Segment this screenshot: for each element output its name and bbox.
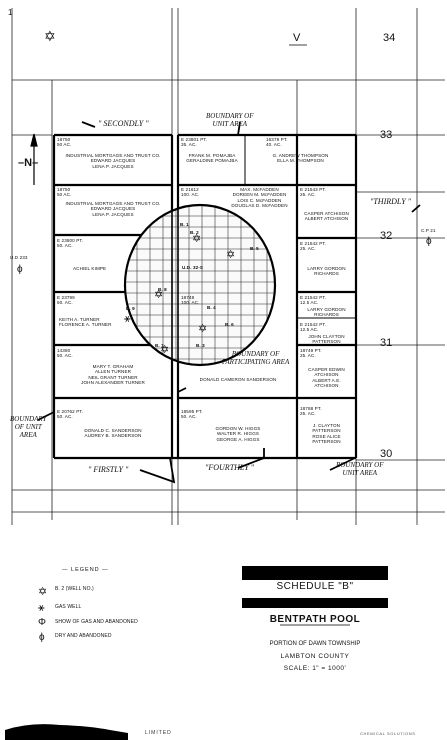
scale-label: SCALE: 1" = 1000' [283, 665, 347, 672]
lot-30-label: 30 [380, 448, 393, 460]
section-secondly: " SECONDLY " [98, 119, 149, 128]
grid-label-b8: B. 8 [158, 287, 167, 292]
grid-label-b5: B. 5 [250, 246, 259, 251]
parcel-6-area: E 21543 PT.25. AC. [300, 187, 327, 198]
show-gas-abandoned-icon: Φ [38, 617, 46, 628]
parcel-12-area: E 21542 PT.12.5 AC. [300, 322, 327, 333]
star-well-icon: ✡ [38, 586, 48, 598]
parcel-17-area: 18595 PT.50. AC. [181, 409, 203, 420]
parcel-3-area: 16378 PT.40. AC. [266, 137, 288, 148]
section-arrows [37, 121, 421, 484]
grid-label-b9: B. 9 [126, 306, 135, 311]
parcel-16-area: E 20762 PT.50. AC. [57, 409, 84, 420]
grid-label-b2: B. 2 [190, 230, 199, 235]
grid-label-b7: B. 7 [155, 343, 164, 348]
parcel-18-area: 18788 PT.25. AC. [300, 406, 322, 417]
county-label: LAMBTON COUNTY [280, 653, 350, 660]
lot-34-label: 34 [383, 32, 396, 44]
lot-32-label: 32 [380, 230, 393, 242]
legend-item-label: GAS WELL [55, 604, 82, 610]
gas-well-icon: ⚹ [38, 602, 45, 614]
footer-left: LIMITED [145, 730, 172, 736]
well-star-icon: ✡ [154, 289, 164, 301]
well-star-icon: ✡ [226, 249, 236, 261]
parcel-15-area: 18749 PT.25. AC. [300, 348, 322, 359]
lot-31-label: 31 [380, 337, 393, 349]
portion-label: PORTION OF DAWN TOWNSHIP [269, 641, 361, 647]
parcel-11-area: E 21542 PT.12.5 AC. [300, 295, 327, 306]
north-label: –N– [18, 157, 39, 169]
well-star-icon: ✡ [160, 344, 170, 356]
lot-33-label: 33 [380, 129, 393, 141]
grid-label-b1: B. 1 [180, 222, 189, 227]
right-dry-abandoned-icon: ϕ [426, 236, 432, 247]
parcel-7-owners: ACHIEL KIMPE [73, 266, 107, 271]
parcel-8-area: E 21542 PT.25. AC. [300, 241, 327, 252]
parcel-14-owners: DONALD CAMERON SANDERSON [199, 377, 277, 382]
section-thirdly: "THIRDLY " [370, 197, 412, 206]
pool-black-bar [242, 598, 388, 608]
grid-label-ud: U.D. 32-S [182, 265, 204, 270]
legend-item-label: DRY AND ABANDONED [55, 633, 112, 639]
grid-label-b3: B. 3 [196, 343, 205, 348]
well-star-icon: ✡ [198, 323, 208, 335]
legend-title: — LEGEND — [62, 567, 109, 573]
legend-item-label: B. 2 (WELL NO.) [55, 586, 94, 592]
north-arrow [30, 133, 38, 185]
footer-right: CHEMICAL SOLUTIONS [360, 731, 416, 736]
schedule-black-bar [242, 566, 388, 580]
header-star-well-icon: ✡ [44, 28, 56, 44]
parcel-1-owners: INDUSTRIAL MORTGAGE AND TRUST CO.EDWARD … [65, 153, 161, 169]
pool-title: BENTPATH POOL [269, 614, 361, 625]
concession-label: V [293, 32, 301, 44]
schedule-title: SCHEDULE "B" [276, 581, 354, 592]
grid-label-b6: B. 6 [225, 322, 234, 327]
left-dry-abandoned-icon: ϕ [17, 264, 23, 275]
parcel-7-area: E 23800 PT.50. AC. [57, 238, 84, 249]
side-label-left: U.D 233 [10, 255, 28, 260]
parcel-2-area: E 23801 PT.35. AC. [181, 137, 208, 148]
section-fourthly: "FOURTHLY " [205, 463, 255, 472]
corner-mark: 1 [8, 8, 13, 17]
legend-item-label: SHOW OF GAS AND ABANDONED [55, 619, 138, 625]
section-firstly: " FIRSTLY " [88, 465, 129, 474]
well-star-icon: ✡ [192, 233, 202, 245]
dry-abandoned-icon: ϕ [39, 632, 45, 643]
side-label-right: C.P 21 [421, 228, 436, 233]
gas-well-icon: ⚹ [124, 313, 131, 325]
parcel-4-owners: INDUSTRIAL MORTGAGE AND TRUST CO.EDWARD … [65, 201, 161, 217]
grid-label-b4: B. 4 [207, 305, 216, 310]
